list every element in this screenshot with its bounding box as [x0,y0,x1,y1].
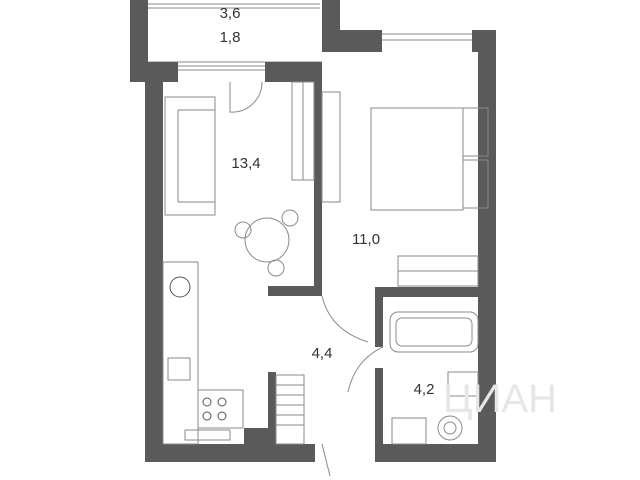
wall-living-hall [268,286,322,296]
toilet [447,371,479,397]
burner-icon [202,411,212,421]
door-balcony [229,81,263,113]
shoe-rack [275,374,305,445]
hall-closet [275,374,305,445]
sink [167,357,191,381]
area-bathroom: 4,2 [414,381,435,398]
living-furniture [164,81,315,277]
dining-table [244,217,290,263]
bathtub [389,311,479,353]
wall-closet-bottom [244,428,268,444]
wall-closet [268,372,276,444]
bedroom-furniture [321,91,489,287]
door-hall-bedroom [321,295,369,343]
oven [184,429,231,441]
washing-machine [437,415,463,441]
wall-right [478,30,496,462]
washbasin [391,417,427,445]
wall-living-bedroom [314,82,322,294]
area-living-kitchen: 13,4 [231,155,260,172]
bed [370,107,464,211]
wall-bath-left-upper [375,287,383,347]
pillow [462,107,489,157]
chair [281,209,299,227]
kitchen-counter-corner [197,389,244,429]
sofa [164,96,216,216]
walls [130,30,496,462]
fan-icon [169,276,191,298]
chair [267,259,285,277]
pillow [462,159,489,209]
kitchen [162,261,244,445]
watermark: ЦИАН [443,377,557,421]
wall-bottom-left [145,444,315,462]
burner-icon [217,411,227,421]
area-bedroom: 11,0 [352,231,380,248]
wall-shelf [321,91,341,203]
area-balcony-inner: 1,8 [220,29,241,46]
bathroom-fixtures [389,311,479,445]
wall-bath-top [375,287,488,297]
area-balcony-outer: 3,6 [220,5,241,22]
wall-left [145,62,163,462]
doors [229,81,384,477]
chair [234,221,252,239]
door-entrance [321,443,331,477]
area-hallway: 4,4 [312,345,333,362]
burner-icon [202,397,212,407]
burner-icon [217,397,227,407]
windows [178,33,472,71]
wall-top-mid [265,62,322,82]
door-bathroom [347,346,384,393]
balcony-wall-left [130,0,148,82]
kitchen-counter [162,261,199,445]
wall-top-bedroom-left [322,30,382,52]
wall-bottom-right [375,444,496,462]
wall-bath-left-lower [375,368,383,462]
